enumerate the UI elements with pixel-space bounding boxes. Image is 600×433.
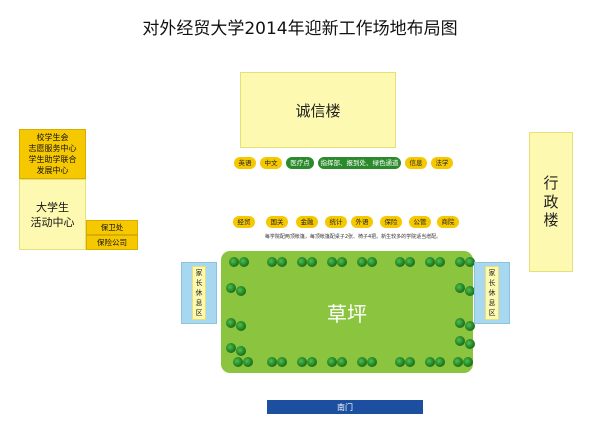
tree-icon [277, 357, 287, 367]
activity-line: 活动中心 [30, 215, 75, 229]
south-gate: 南门 [267, 400, 423, 414]
tree-icon [425, 257, 435, 267]
rest-char: 家 [195, 269, 203, 277]
booth-finance: 金融 [296, 216, 318, 228]
chengxin-building: 诚信楼 [240, 72, 396, 148]
lawn-label: 草坪 [327, 301, 367, 326]
rest-char: 家 [488, 269, 496, 277]
activity-line: 大学生 [36, 200, 69, 214]
tent-allocation-note: 每学院配两顶帐篷，每顶帐篷配桌子2张、椅子4把。新生较多的学院适当增配。 [264, 234, 442, 240]
tree-icon [357, 257, 367, 267]
tree-icon [357, 357, 367, 367]
booth-command-center: 指挥部、报到处、绿色通道 [318, 157, 401, 169]
tree-icon [465, 257, 475, 267]
booth-english: 英语 [234, 157, 256, 169]
security-office-box: 保卫处 [86, 220, 138, 235]
org-line: 发展中心 [36, 166, 69, 175]
tree-icon [243, 357, 253, 367]
rest-char: 区 [488, 309, 496, 317]
tree-icon [226, 343, 236, 353]
parent-rest-area-left: 家 长 休 息 区 [181, 262, 217, 324]
booth-medical-point: 医疗点 [286, 157, 314, 169]
xingzheng-char: 政 [543, 192, 559, 211]
tree-icon [463, 357, 473, 367]
tree-icon [455, 336, 465, 346]
booth-law: 法学 [431, 157, 453, 169]
tree-icon [229, 257, 239, 267]
tree-icon [453, 357, 463, 367]
tree-icon [405, 257, 415, 267]
tree-icon [297, 357, 307, 367]
tree-icon [236, 346, 246, 356]
rest-char: 区 [195, 309, 203, 317]
tree-icon [297, 257, 307, 267]
student-org-box: 校学生会 志愿服务中心 学生助学联合 发展中心 [19, 129, 86, 179]
tree-icon [395, 257, 405, 267]
tree-icon [435, 257, 445, 267]
tree-icon [307, 357, 317, 367]
rest-char: 休 [488, 289, 496, 297]
tree-icon [465, 339, 475, 349]
org-line: 志愿服务中心 [28, 144, 77, 153]
lawn-area: 草坪 [221, 251, 473, 373]
tree-icon [226, 318, 236, 328]
booth-economics-trade: 经贸 [233, 216, 255, 228]
tree-icon [277, 257, 287, 267]
tree-icon [267, 357, 277, 367]
tree-icon [455, 257, 465, 267]
tree-icon [239, 257, 249, 267]
rest-char: 息 [195, 299, 203, 307]
tree-icon [337, 357, 347, 367]
tree-icon [367, 257, 377, 267]
booth-statistics: 统计 [325, 216, 347, 228]
page-title: 对外经贸大学2014年迎新工作场地布局图 [142, 19, 458, 39]
tree-icon [465, 286, 475, 296]
parent-rest-area-right: 家 长 休 息 区 [474, 262, 510, 324]
tree-icon [425, 357, 435, 367]
tree-icon [327, 257, 337, 267]
rest-char: 长 [488, 279, 496, 287]
booth-information: 信息 [405, 157, 427, 169]
rest-char: 长 [195, 279, 203, 287]
booth-insurance: 保险 [380, 216, 402, 228]
tree-icon [465, 321, 475, 331]
tree-icon [267, 257, 277, 267]
tree-icon [405, 357, 415, 367]
tree-icon [327, 357, 337, 367]
tree-icon [395, 357, 405, 367]
booth-chinese: 中文 [260, 157, 282, 169]
xingzheng-char: 楼 [543, 211, 559, 230]
booth-business-school: 商院 [437, 216, 459, 228]
tree-icon [455, 283, 465, 293]
booth-public-admin: 公管 [409, 216, 431, 228]
xingzheng-char: 行 [543, 173, 559, 192]
tree-icon [236, 321, 246, 331]
tree-icon [226, 283, 236, 293]
insurance-company-box: 保险公司 [86, 235, 138, 250]
tree-icon [233, 357, 243, 367]
org-line: 学生助学联合 [28, 155, 77, 164]
tree-icon [307, 257, 317, 267]
rest-char: 休 [195, 289, 203, 297]
rest-char: 息 [488, 299, 496, 307]
tree-icon [435, 357, 445, 367]
tree-icon [236, 286, 246, 296]
student-activity-center: 大学生 活动中心 [19, 179, 86, 250]
org-line: 校学生会 [36, 133, 69, 142]
tree-icon [337, 257, 347, 267]
xingzheng-building: 行 政 楼 [529, 132, 573, 272]
tree-icon [367, 357, 377, 367]
booth-foreign-languages: 外语 [351, 216, 373, 228]
rest-area-label: 家 长 休 息 区 [485, 266, 499, 320]
booth-international-relations: 国关 [266, 216, 288, 228]
rest-area-label: 家 长 休 息 区 [192, 266, 206, 320]
tree-icon [455, 318, 465, 328]
